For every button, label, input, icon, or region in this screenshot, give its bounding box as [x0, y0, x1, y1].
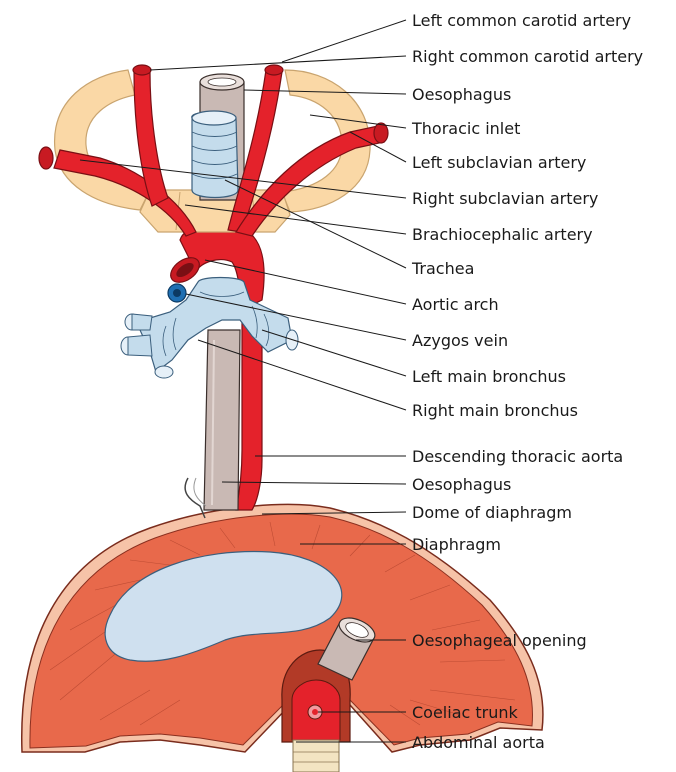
label-thoracic-inlet: Thoracic inlet	[411, 119, 520, 138]
label-diaphragm: Diaphragm	[412, 535, 501, 554]
label-oesophageal-opening: Oesophageal opening	[412, 631, 587, 650]
label-right-subclavian-artery: Right subclavian artery	[412, 189, 598, 208]
label-oesophagus-upper: Oesophagus	[412, 85, 511, 104]
labels: Left common carotid artery Right common …	[411, 11, 643, 752]
label-left-common-carotid-artery: Left common carotid artery	[412, 11, 631, 30]
label-left-main-bronchus: Left main bronchus	[412, 367, 566, 386]
label-descending-thoracic-aorta: Descending thoracic aorta	[412, 447, 623, 466]
label-right-main-bronchus: Right main bronchus	[412, 401, 578, 420]
azygos-vein	[168, 284, 186, 302]
label-azygos-vein: Azygos vein	[412, 331, 508, 350]
trachea	[192, 111, 238, 198]
label-right-common-carotid-artery: Right common carotid artery	[412, 47, 643, 66]
label-trachea: Trachea	[411, 259, 474, 278]
label-dome-of-diaphragm: Dome of diaphragm	[412, 503, 572, 522]
label-abdominal-aorta: Abdominal aorta	[412, 733, 545, 752]
oesophagus-lower	[204, 330, 240, 510]
label-aortic-arch: Aortic arch	[412, 295, 499, 314]
label-brachiocephalic-artery: Brachiocephalic artery	[412, 225, 593, 244]
label-oesophagus-lower: Oesophagus	[412, 475, 511, 494]
label-left-subclavian-artery: Left subclavian artery	[412, 153, 586, 172]
label-coeliac-trunk: Coeliac trunk	[412, 703, 519, 722]
